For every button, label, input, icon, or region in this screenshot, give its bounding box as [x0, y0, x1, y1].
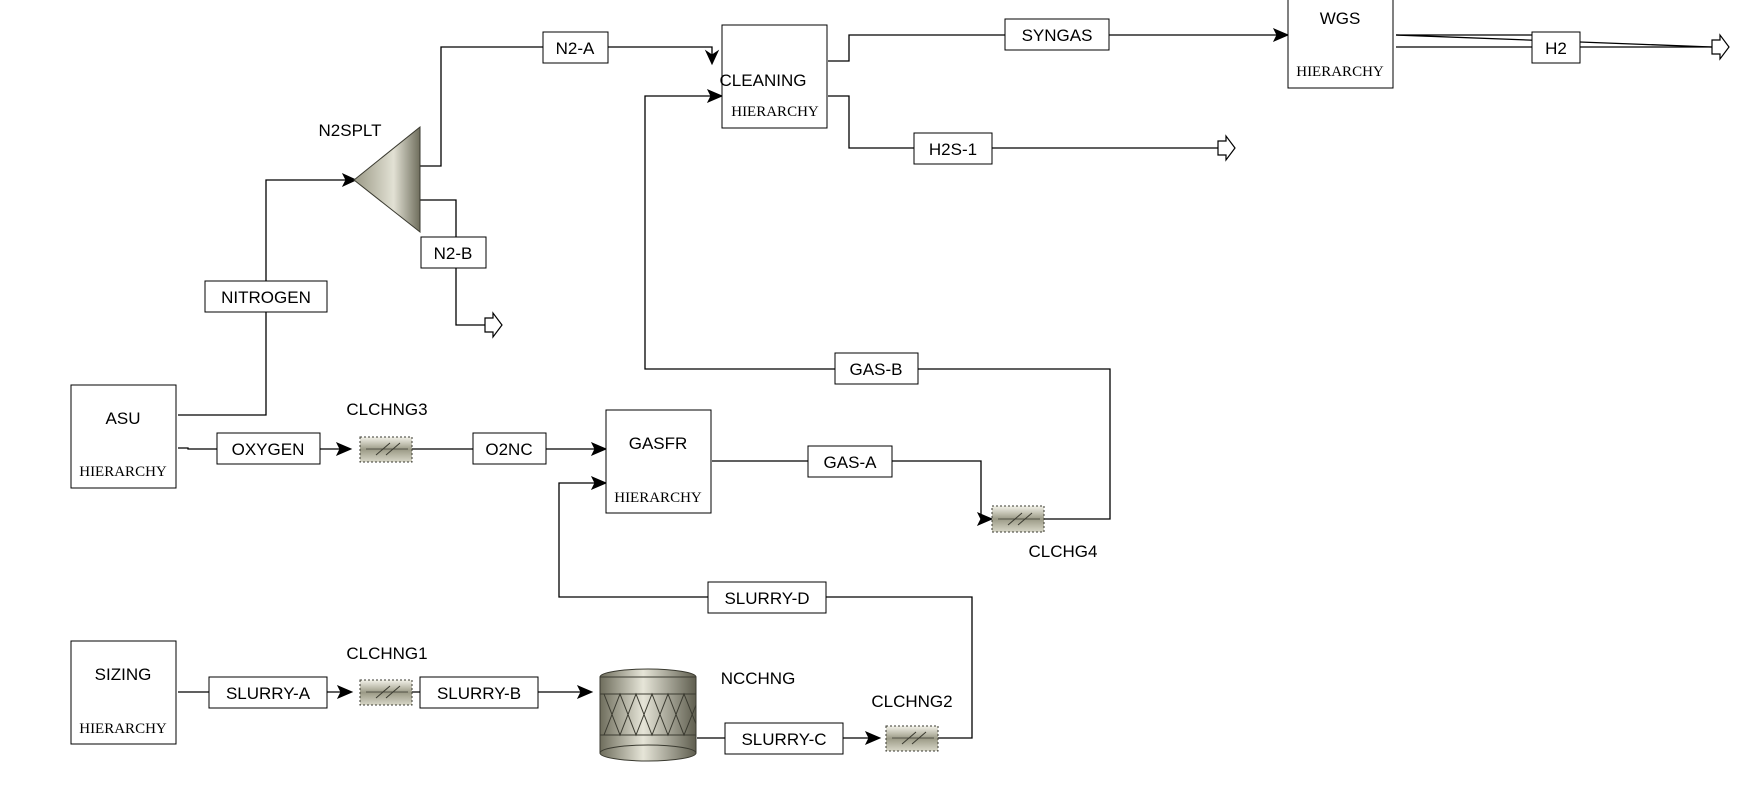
block-asu-hierarchy: HIERARCHY: [79, 464, 167, 480]
svg-text:N2-A: N2-A: [556, 39, 595, 58]
block-clchng2-name: CLCHNG2: [871, 692, 952, 711]
block-ncchng-name: NCCHNG: [721, 669, 796, 688]
block-clchg4[interactable]: CLCHG4: [991, 505, 1098, 561]
stream-label-nitrogen[interactable]: NITROGEN: [204, 280, 328, 313]
stream-label-h2s1[interactable]: H2S-1: [913, 132, 993, 165]
arrowhead-slurryb: [576, 685, 594, 699]
block-clchng1-name: CLCHNG1: [346, 644, 427, 663]
svg-text:SLURRY-A: SLURRY-A: [226, 684, 311, 703]
block-gasfr[interactable]: GASFR HIERARCHY: [605, 409, 712, 514]
splitter-icon: [353, 125, 421, 234]
svg-text:SLURRY-B: SLURRY-B: [437, 684, 521, 703]
stream-label-h2[interactable]: H2: [1531, 31, 1581, 64]
stream-labels: NITROGEN N2-A N2-B OXYGEN O2NC SYNGAS H2…: [204, 18, 1581, 755]
arrowhead-oxygen: [335, 442, 353, 456]
outlet-arrow-h2s1: [1217, 134, 1236, 162]
block-wgs[interactable]: WGS HIERARCHY: [1287, 0, 1394, 89]
arrowhead-nitrogen: [341, 172, 358, 188]
arrowheads: [335, 28, 1730, 745]
block-cleaning-name: CLEANING: [720, 71, 807, 90]
stream-label-oxygen[interactable]: OXYGEN: [216, 432, 321, 465]
stream-label-slurryb[interactable]: SLURRY-B: [419, 676, 539, 709]
svg-text:O2NC: O2NC: [485, 440, 532, 459]
arrowhead-n2a: [704, 49, 720, 66]
svg-text:H2S-1: H2S-1: [929, 140, 977, 159]
class-changer-icon: [885, 725, 939, 752]
stream-label-gasb[interactable]: GAS-B: [834, 352, 919, 385]
stream-label-n2b[interactable]: N2-B: [420, 236, 487, 269]
svg-text:SYNGAS: SYNGAS: [1022, 26, 1093, 45]
arrowhead-slurryc: [864, 731, 882, 745]
block-clchng1[interactable]: CLCHNG1: [346, 644, 428, 706]
stream-label-n2a[interactable]: N2-A: [542, 31, 609, 64]
stream-label-gasa[interactable]: GAS-A: [807, 445, 893, 478]
svg-text:NITROGEN: NITROGEN: [221, 288, 311, 307]
block-sizing[interactable]: SIZING HIERARCHY: [70, 640, 177, 745]
block-sizing-hierarchy: HIERARCHY: [79, 721, 167, 737]
stream-label-o2nc[interactable]: O2NC: [472, 432, 547, 465]
outlet-arrow-n2b: [484, 311, 503, 339]
stream-label-slurryc[interactable]: SLURRY-C: [724, 722, 844, 755]
stream-line-h2s1[interactable]: [828, 95, 1218, 149]
svg-text:SLURRY-D: SLURRY-D: [724, 589, 809, 608]
svg-text:GAS-A: GAS-A: [824, 453, 878, 472]
stream-label-slurryd[interactable]: SLURRY-D: [707, 581, 827, 614]
arrowhead-slurrya: [336, 685, 354, 699]
block-n2splt-name: N2SPLT: [319, 121, 382, 140]
block-clchng3[interactable]: CLCHNG3: [346, 400, 428, 463]
block-wgs-hierarchy: HIERARCHY: [1296, 64, 1384, 80]
block-cleaning[interactable]: CLEANING HIERARCHY: [720, 24, 828, 129]
block-asu-name: ASU: [106, 409, 141, 428]
block-ncchng[interactable]: NCCHNG: [599, 668, 796, 762]
arrowhead-gasa: [976, 512, 994, 526]
svg-text:GAS-B: GAS-B: [850, 360, 903, 379]
svg-text:OXYGEN: OXYGEN: [232, 440, 305, 459]
block-wgs-name: WGS: [1320, 9, 1361, 28]
arrowhead-gasb: [706, 89, 724, 103]
block-clchg4-name: CLCHG4: [1029, 542, 1098, 561]
arrowhead-slurryd: [590, 476, 608, 490]
stream-label-syngas[interactable]: SYNGAS: [1004, 18, 1110, 51]
arrowhead-o2nc: [590, 442, 608, 456]
block-clchng2[interactable]: CLCHNG2: [871, 692, 953, 752]
arrowhead-syngas: [1272, 28, 1290, 42]
block-asu[interactable]: ASU HIERARCHY: [70, 384, 177, 489]
block-clchng3-name: CLCHNG3: [346, 400, 427, 419]
block-n2splt[interactable]: N2SPLT: [319, 121, 421, 234]
svg-text:N2-B: N2-B: [434, 244, 473, 263]
block-gasfr-name: GASFR: [629, 434, 688, 453]
class-changer-icon: [359, 679, 413, 706]
outlet-arrow-h2: [1711, 33, 1730, 61]
reactor-vessel-icon: [599, 668, 697, 762]
class-changer-icon: [991, 505, 1045, 533]
block-cleaning-hierarchy: HIERARCHY: [731, 104, 819, 120]
stream-line-n2a[interactable]: [420, 46, 713, 167]
stream-label-slurrya[interactable]: SLURRY-A: [208, 676, 328, 709]
block-gasfr-hierarchy: HIERARCHY: [614, 490, 702, 506]
svg-text:H2: H2: [1545, 39, 1567, 58]
block-sizing-name: SIZING: [95, 665, 152, 684]
svg-text:SLURRY-C: SLURRY-C: [741, 730, 826, 749]
class-changer-icon: [359, 436, 413, 463]
